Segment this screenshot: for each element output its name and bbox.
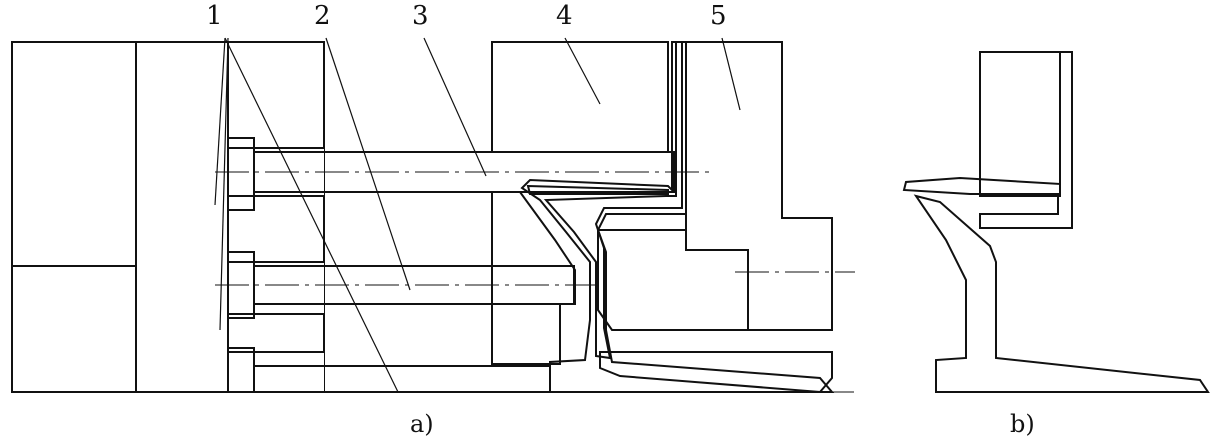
molded-part-a: [520, 41, 835, 393]
callout-3: 3: [412, 1, 429, 31]
callout-1: 1: [206, 1, 223, 31]
cavity-plate: [685, 41, 833, 331]
pin-retainer-plate: [227, 41, 325, 393]
callout-2: 2: [314, 1, 331, 31]
callout-5: 5: [710, 1, 727, 31]
caption-b: b): [1010, 410, 1035, 438]
left-plate-lower: [11, 265, 137, 393]
view-b: [902, 51, 1210, 393]
slider-block-b: [979, 51, 1061, 197]
molded-part-b-lip: [913, 194, 1210, 393]
left-plate-upper: [11, 41, 137, 267]
view-a: [11, 37, 860, 394]
caption-a: a): [410, 410, 434, 438]
slider-block: [597, 229, 749, 331]
second-plate: [135, 41, 229, 393]
callout-4: 4: [556, 1, 573, 31]
core-insert: [491, 41, 669, 153]
molded-part-b-shell: [902, 51, 1073, 229]
